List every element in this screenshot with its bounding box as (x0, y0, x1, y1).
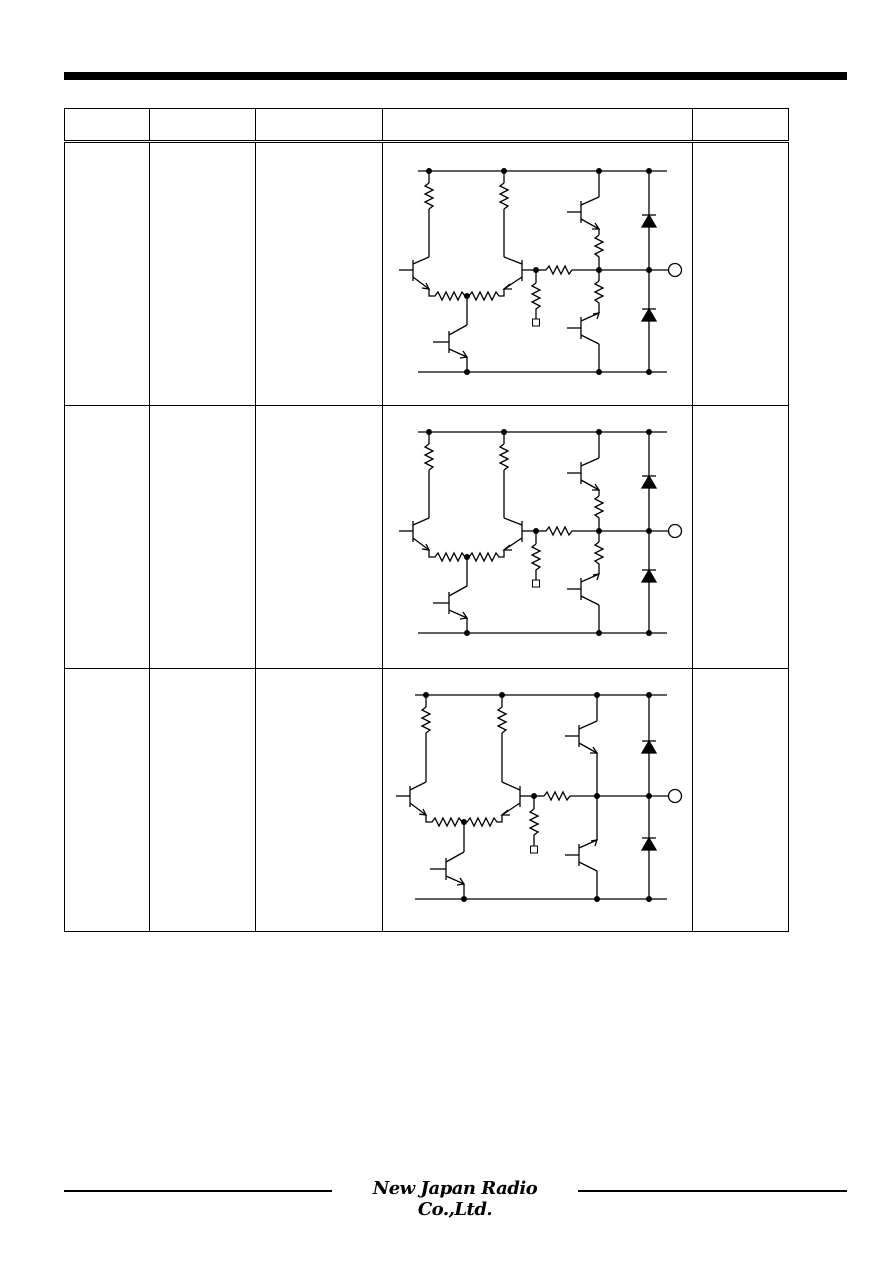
footer-rule-left (64, 1190, 332, 1192)
voltage-cell (692, 668, 789, 932)
symbol-cell (149, 668, 256, 932)
header-function (255, 108, 383, 143)
table-row (64, 141, 789, 406)
header-equivalent-circuit (382, 108, 693, 143)
company-logo: New Japan Radio Co.,Ltd. (372, 1178, 538, 1220)
pin-no-cell (64, 141, 150, 406)
pin-no-cell (64, 668, 150, 932)
table-row (64, 668, 789, 932)
circuit-diagram-icon (399, 168, 683, 375)
function-cell (255, 141, 383, 406)
circuit-diagram-icon (396, 692, 683, 902)
function-cell (255, 405, 383, 669)
equivalent-circuit-cell (382, 405, 693, 669)
pin-description-table (64, 108, 789, 932)
table-row (64, 405, 789, 669)
circuit-diagram-icon (399, 429, 683, 636)
voltage-cell (692, 405, 789, 669)
equivalent-circuit-cell (382, 668, 693, 932)
function-cell (255, 668, 383, 932)
header-symbol (149, 108, 256, 143)
voltage-cell (692, 141, 789, 406)
header-pin-no (64, 108, 150, 143)
equivalent-circuit-cell (382, 141, 693, 406)
symbol-cell (149, 405, 256, 669)
header-rule (64, 72, 847, 80)
header-voltage (692, 108, 789, 143)
symbol-cell (149, 141, 256, 406)
footer-rule-right (578, 1190, 847, 1192)
table-header-row (64, 108, 789, 143)
pin-no-cell (64, 405, 150, 669)
